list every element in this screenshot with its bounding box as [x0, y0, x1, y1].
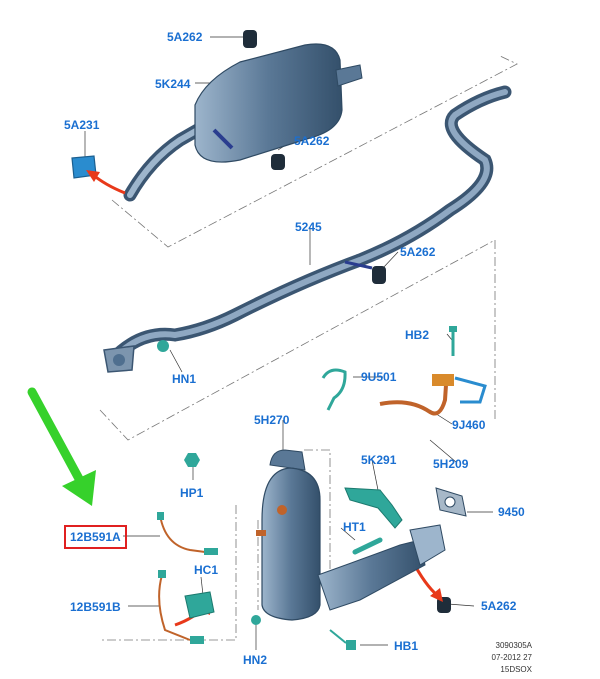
label-HB2: HB2 [405, 328, 430, 342]
plug-HP1 [184, 453, 200, 467]
label-HP1: HP1 [180, 486, 204, 500]
catalytic-converter-5H270 [256, 449, 446, 621]
label-HN2: HN2 [243, 653, 268, 667]
label-5245: 5245 [295, 220, 322, 234]
green-pointer-arrow-icon [27, 387, 96, 506]
label-5A262-mid: 5A262 [400, 245, 436, 259]
sensor-12B591B [158, 570, 204, 644]
label-5A262-top: 5A262 [167, 30, 203, 44]
tube-HT1 [352, 537, 383, 555]
bracket-5K291 [344, 487, 403, 529]
red-direction-arrow-icon [430, 588, 443, 602]
label-9U501: 9U501 [361, 370, 397, 384]
label-9450: 9450 [498, 505, 525, 519]
label-12B591A: 12B591A [64, 525, 127, 549]
footer-model: 15DSOX [500, 665, 532, 674]
connector-HC1 [184, 591, 215, 619]
label-HT1: HT1 [343, 520, 366, 534]
label-9J460: 9J460 [452, 418, 486, 432]
label-5H270: 5H270 [254, 413, 290, 427]
hanger-5A262-top [243, 30, 257, 48]
footer-date: 07-2012 27 [491, 653, 532, 662]
muffler-5K244 [123, 43, 363, 202]
label-5A231: 5A231 [64, 118, 100, 132]
hanger-5A262-bottom [437, 597, 451, 613]
label-HC1: HC1 [194, 563, 219, 577]
hanger-5A262-muffler [271, 154, 285, 170]
guide-lines [99, 55, 518, 641]
label-5K291: 5K291 [361, 453, 397, 467]
nut-HN1 [157, 340, 169, 352]
label-5A262-muffler: 5A262 [294, 134, 330, 148]
hanger-5A262-mid [344, 260, 386, 284]
bolt-HB2 [449, 326, 457, 356]
label-5H209: 5H209 [433, 457, 469, 471]
label-12B591B: 12B591B [70, 600, 121, 614]
label-5K244: 5K244 [155, 77, 191, 91]
red-direction-arrow-icon [86, 170, 100, 182]
nut-HN2 [251, 615, 261, 625]
gasket-9450 [435, 487, 467, 517]
label-HN1: HN1 [172, 372, 197, 386]
label-HB1: HB1 [394, 639, 419, 653]
sensor-12B591A [157, 512, 218, 555]
pipe-5H209 [379, 374, 487, 416]
footer-code: 3090305A [495, 641, 532, 650]
bolt-HB1 [329, 629, 356, 650]
rear-pipe-5245 [103, 85, 512, 373]
label-5A262-bottom: 5A262 [481, 599, 517, 613]
clamp-9U501 [321, 368, 347, 411]
